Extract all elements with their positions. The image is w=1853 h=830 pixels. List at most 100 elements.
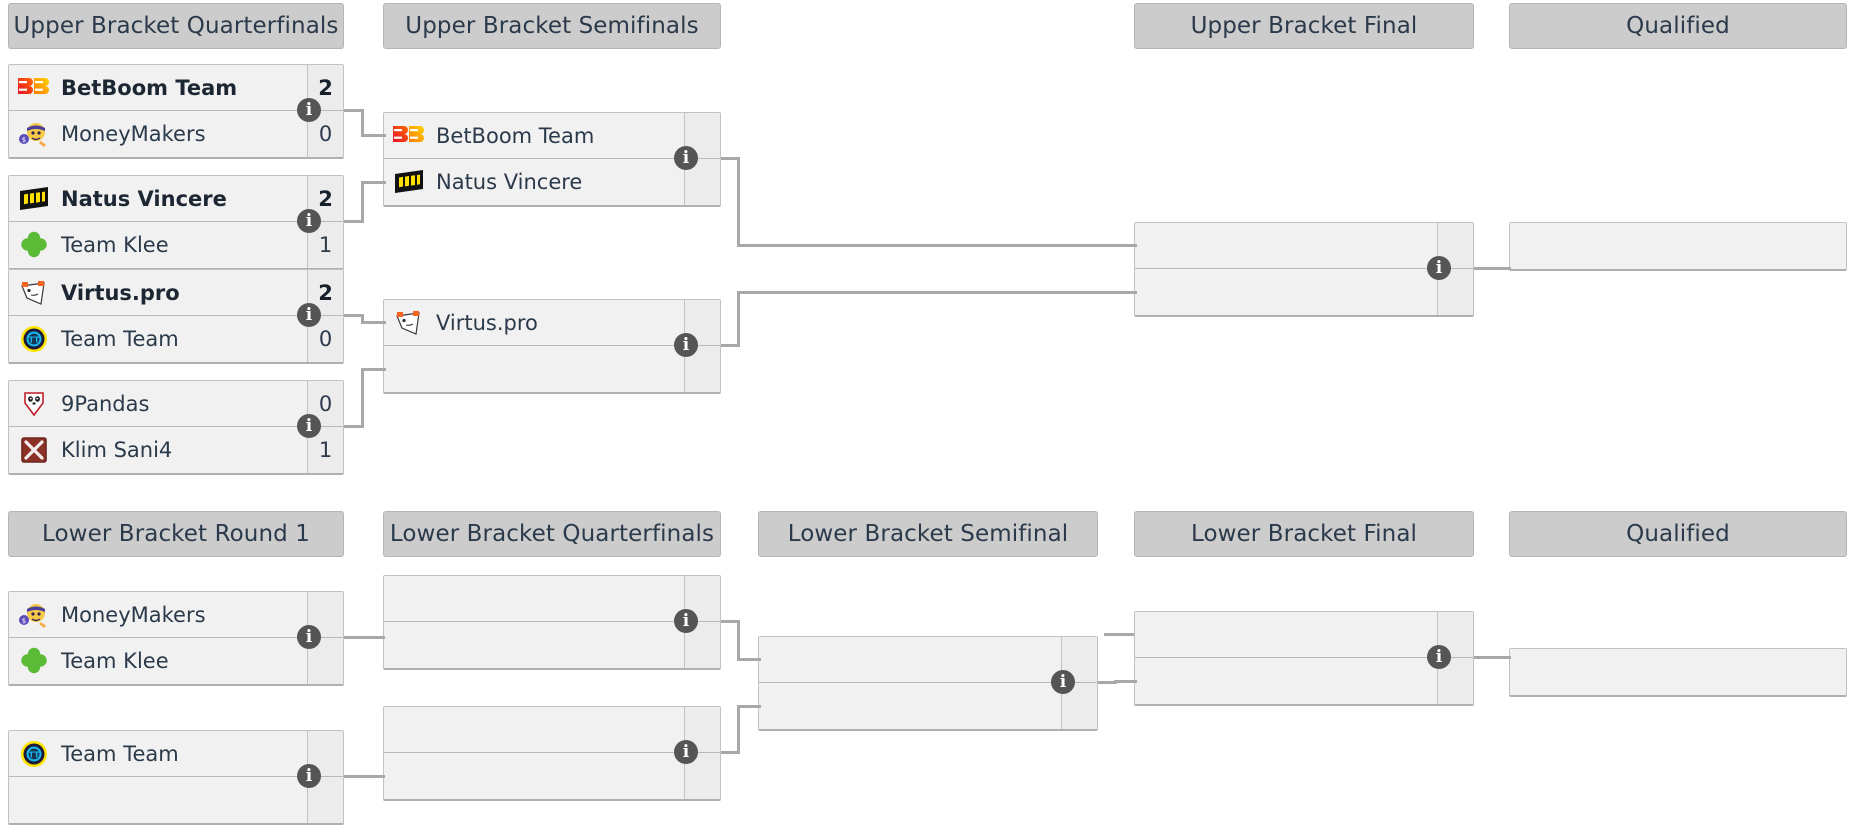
match-info-icon[interactable]: i [674,333,698,357]
match-info-icon[interactable]: i [297,303,321,327]
opponent-name: MoneyMakers [61,122,206,146]
qualified-main [1510,649,1846,695]
round-header-ub-qualified: Qualified [1509,3,1847,49]
match-lb-qf-2[interactable] [383,706,721,801]
opponent-row[interactable] [384,576,720,622]
betboom-logo-icon [17,73,51,103]
opponent-main: $ MoneyMakers [9,111,307,157]
match-lb-qf-1[interactable] [383,575,721,670]
empty-logo-icon [1518,231,1552,261]
connector-line [737,705,761,708]
opponent-row[interactable] [1135,658,1473,704]
qualified-row[interactable] [1510,223,1846,269]
opponent-row[interactable] [9,777,343,823]
opponent-row[interactable] [1135,612,1473,658]
match-ub-sf-2[interactable]: Virtus.pro [383,299,721,394]
match-info-icon[interactable]: i [297,625,321,649]
match-ub-final[interactable] [1134,222,1474,317]
opponent-row[interactable]: BetBoom Team [384,113,720,159]
qualified-lb[interactable] [1509,648,1847,697]
empty-logo-icon [767,691,801,721]
opponent-main: BetBoom Team [384,113,684,158]
opponent-main [384,576,684,621]
opponent-row[interactable]: Virtus.pro [384,300,720,346]
empty-logo-icon [1518,657,1552,687]
match-info-icon[interactable]: i [297,764,321,788]
match-lb-final[interactable] [1134,611,1474,706]
opponent-main [1135,269,1437,315]
connector-line [721,344,740,347]
empty-logo-icon [392,761,426,791]
connector-line [1104,633,1134,636]
match-info-icon[interactable]: i [297,414,321,438]
connector-line [721,157,740,160]
round-header-lb-qualified: Qualified [1509,511,1847,557]
match-info-icon[interactable]: i [297,209,321,233]
opponent-main [384,346,684,392]
opponent-name: 9Pandas [61,391,150,416]
empty-logo-icon [1143,666,1177,696]
opponent-main [384,753,684,799]
opponent-row[interactable]: Team Klee [9,638,343,684]
virtuspro-logo-icon [392,308,426,338]
match-info-icon[interactable]: i [1051,670,1075,694]
round-header-ub-final: Upper Bracket Final [1134,3,1474,49]
match-info-icon[interactable]: i [1427,645,1451,669]
opponent-name: Virtus.pro [61,280,180,305]
klee-logo-icon [17,230,51,260]
opponent-score: 2 [307,176,343,221]
svg-text:$: $ [22,136,26,144]
connector-line [344,636,385,639]
opponent-row[interactable] [1135,223,1473,269]
opponent-main [759,683,1061,729]
opponent-row[interactable] [1135,269,1473,315]
connector-line [361,134,386,137]
match-info-icon[interactable]: i [674,740,698,764]
opponent-row[interactable] [384,346,720,392]
qualified-row[interactable] [1510,649,1846,695]
opponent-name: Natus Vincere [61,186,227,211]
match-info-icon[interactable]: i [1427,256,1451,280]
opponent-row[interactable]: $MoneyMakers [9,592,343,638]
connector-line [344,314,364,317]
connector-line [344,109,364,112]
connector-line [1098,681,1117,684]
opponent-row[interactable] [384,707,720,753]
opponent-row[interactable] [384,622,720,668]
connector-line [1474,656,1511,659]
dota-logo-icon [17,435,51,465]
qualified-ub[interactable] [1509,222,1847,271]
match-info-icon[interactable]: i [674,146,698,170]
opponent-row[interactable] [759,637,1097,683]
match-lb-sf[interactable] [758,636,1098,731]
qualified-main [1510,223,1846,269]
empty-logo-icon [1143,231,1177,261]
moneymakers-logo-icon: $ [17,600,51,630]
opponent-row[interactable]: Natus Vincere [384,159,720,205]
match-info-icon[interactable]: i [674,609,698,633]
round-header-lb-quarterfinals: Lower Bracket Quarterfinals [383,511,721,557]
opponent-name: Team Team [61,327,179,351]
match-info-icon[interactable]: i [297,98,321,122]
opponent-main: Natus Vincere [9,176,307,221]
opponent-name: Klim Sani4 [61,438,173,462]
opponent-row[interactable]: Natus Vincere 2 [9,176,343,222]
opponent-row[interactable] [759,683,1097,729]
opponent-row[interactable] [384,753,720,799]
